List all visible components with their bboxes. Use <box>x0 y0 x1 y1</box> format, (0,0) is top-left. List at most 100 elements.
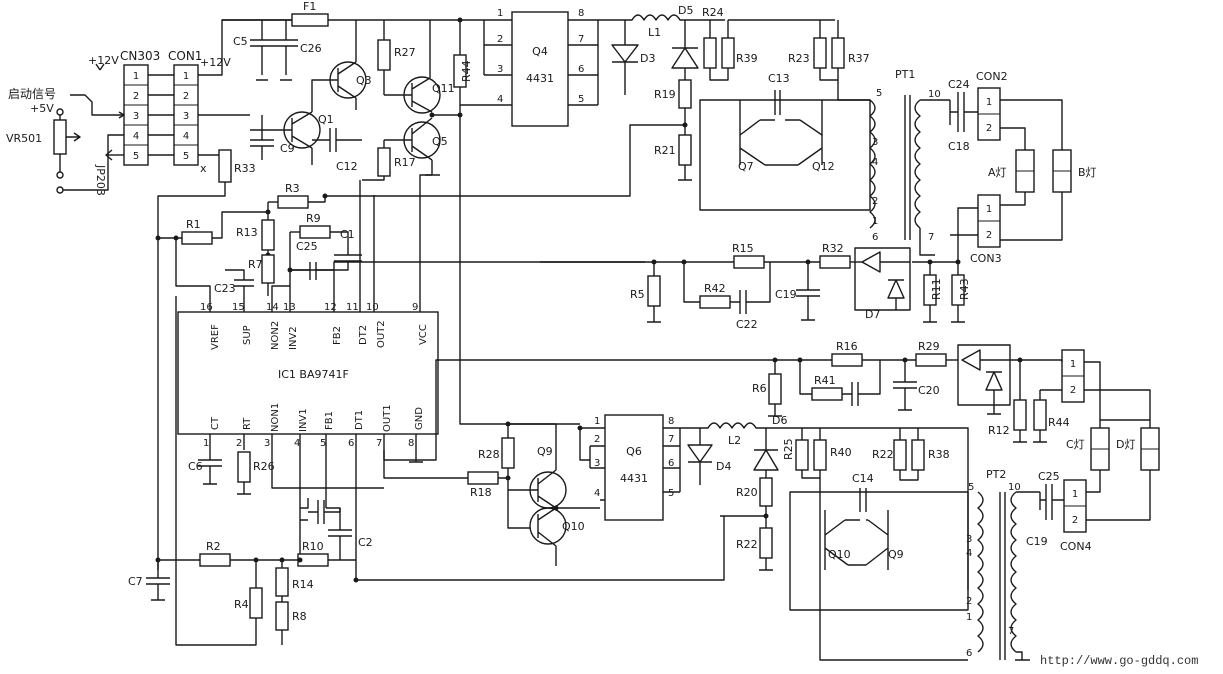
feedback-upper: R5 R15 R32 R42 C22 C19 <box>540 242 862 331</box>
q6-pin-2: 2 <box>594 434 600 445</box>
r29-label: R28 <box>478 448 500 461</box>
jp203-label: JP203 <box>94 164 107 196</box>
resistor-r20 <box>759 477 773 507</box>
pt2-pin-1: 1 <box>966 612 972 623</box>
resistor-r2 <box>199 553 231 567</box>
con4-label: CON4 <box>1060 540 1092 553</box>
r33-label: R33 <box>234 162 256 175</box>
q9-label: Q9 <box>888 548 904 561</box>
pt1-pin-3: 3 <box>872 137 878 148</box>
cn303-pin-1: 1 <box>133 71 139 82</box>
r1-label: R1 <box>186 218 201 231</box>
q12-label: Q10 <box>562 520 585 533</box>
r15-label: R15 <box>732 242 754 255</box>
q6-pin-4: 4 <box>594 488 600 499</box>
ic1-pin-15: 15 <box>232 302 245 313</box>
r28-label: R27 <box>394 46 416 59</box>
resistor-r42 <box>1033 399 1047 431</box>
r40-label: R42 <box>704 282 726 295</box>
c17-label: C20 <box>918 384 940 397</box>
ic1-pin-vref: VREF <box>210 324 221 350</box>
lower-output-stage: R28 R18 Q9 Q10 Q6 4431 1 2 3 4 8 7 6 5 <box>383 115 1160 661</box>
pt1-pin-5: 5 <box>876 88 882 99</box>
ic1-pin-11: 11 <box>346 302 359 313</box>
r18-label: R18 <box>470 486 492 499</box>
r20-label: R20 <box>736 486 758 499</box>
c16-label: C19 <box>775 288 797 301</box>
q6-pin-6: 6 <box>668 458 674 469</box>
r16-label: R16 <box>836 340 858 353</box>
resistor-r41 <box>811 387 843 401</box>
lower-diode-bridge <box>957 344 1011 406</box>
q11-label: Q5 <box>432 135 448 148</box>
ic1-pin-sup: SUP <box>242 325 253 345</box>
pt2-pin-7: 7 <box>1008 626 1014 637</box>
c13-label: C14 <box>852 472 874 485</box>
con1-pin-3: 3 <box>183 111 189 122</box>
plus5v-label: +5V <box>30 102 54 115</box>
q4-pin-7: 7 <box>578 34 584 45</box>
r13-label: R13 <box>236 226 258 239</box>
r5-label: R5 <box>630 288 645 301</box>
ic1-pin-4: 4 <box>294 438 300 449</box>
r21-label: R21 <box>654 144 676 157</box>
ic1-pin-out1: OUT1 <box>382 404 393 432</box>
c14-label: C18 <box>948 140 970 153</box>
resistor-r37 <box>721 37 735 69</box>
pt2-pin-4: 4 <box>966 548 972 559</box>
ic1-pin-6: 6 <box>348 438 354 449</box>
con1-pin-2: 2 <box>183 91 189 102</box>
r8-label: R8 <box>292 610 307 623</box>
c6-label: C6 <box>188 460 203 473</box>
q6-label: Q6 <box>626 445 642 458</box>
vr501-label: VR501 <box>6 132 42 145</box>
ic1-pin-16: 16 <box>200 302 213 313</box>
r44-label: R44 <box>460 60 473 82</box>
x-mark: x <box>200 162 207 175</box>
q4-pin-4: 4 <box>497 94 503 105</box>
pt1-pin-2: 2 <box>872 196 878 207</box>
r26-label: R25 <box>782 438 795 460</box>
q6-pin-7: 7 <box>668 434 674 445</box>
resistor-r33 <box>218 149 232 183</box>
ic1-pin-inv2: INV2 <box>288 326 299 350</box>
ic1-pin-12: 12 <box>324 302 337 313</box>
mosfet-q4 <box>511 11 569 127</box>
resistor-r18 <box>467 471 499 485</box>
pt1-pin-6: 6 <box>872 232 878 243</box>
c25-label: C25 <box>296 240 318 253</box>
resistor-r8 <box>275 601 289 631</box>
resistor-r25 <box>703 37 717 69</box>
ic1-pin-13: 13 <box>283 302 296 313</box>
c12-label: C13 <box>768 72 790 85</box>
fuse-f1 <box>291 13 329 27</box>
resistor-r28 <box>377 39 391 71</box>
con1-label: CON1 <box>168 49 202 63</box>
pt2-pin-6: 6 <box>966 648 972 659</box>
pt1-pin-4: 4 <box>872 157 878 168</box>
pt1-secondary <box>914 99 921 229</box>
pt2-pin-3: 3 <box>966 534 972 545</box>
r38-label: R38 <box>928 448 950 461</box>
f1-label: F1 <box>303 0 316 13</box>
l1-label: L1 <box>648 26 661 39</box>
resistor-r36 <box>831 37 845 69</box>
upper-output-stage: Q4 4431 1 2 3 4 8 7 6 5 D3 L1 D5 R19 R21 <box>460 4 1097 323</box>
pt2-primary <box>977 491 984 653</box>
r6-label: R6 <box>752 382 767 395</box>
plus12v-right: +12V <box>200 56 231 69</box>
con4-pin-2: 2 <box>1072 515 1078 526</box>
ic1-pin-10: 10 <box>366 302 379 313</box>
q4-pin-2: 2 <box>497 34 503 45</box>
q4-pin-5: 5 <box>578 94 584 105</box>
start-signal-label: 启动信号 <box>8 87 56 101</box>
r43-label: R43 <box>958 278 971 300</box>
pt2-secondary <box>1010 491 1017 653</box>
con3-label: CON3 <box>970 252 1002 265</box>
resistor-r7 <box>261 254 275 284</box>
resistor-r32 <box>819 255 851 269</box>
r37-label: R39 <box>736 52 758 65</box>
resistor-r5 <box>647 275 661 307</box>
c5-label: C5 <box>233 35 248 48</box>
